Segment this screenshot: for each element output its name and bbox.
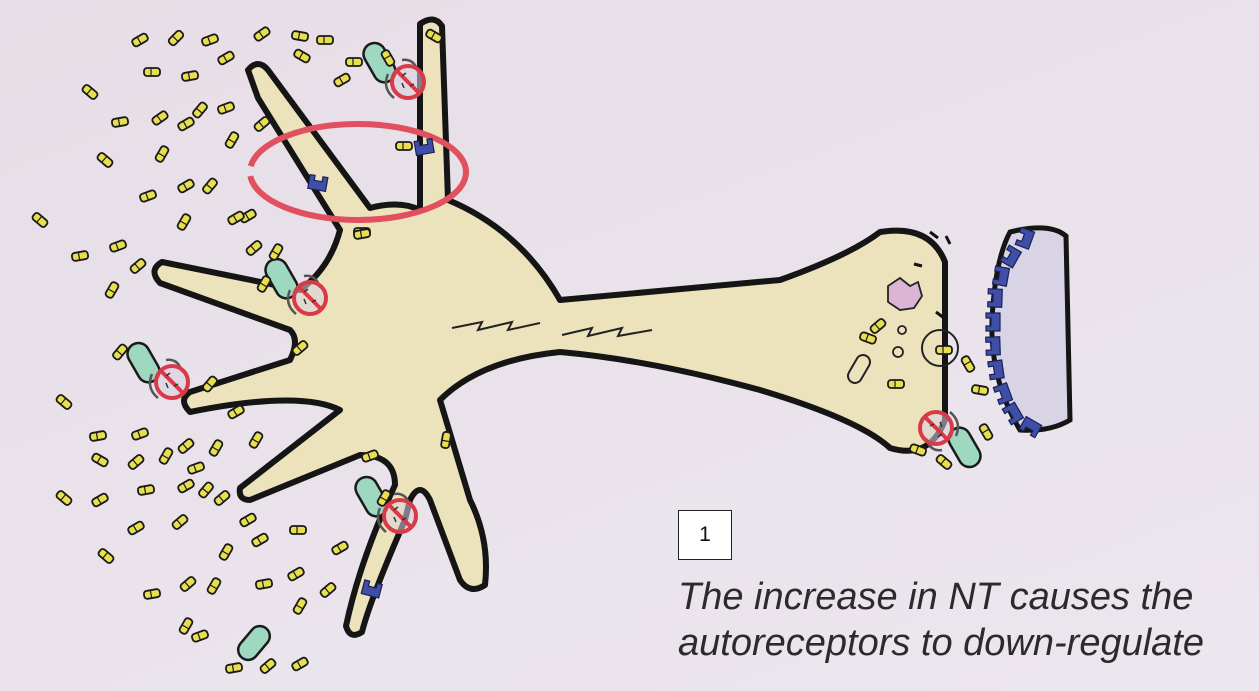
neurotransmitter-capsule-icon <box>129 258 146 274</box>
neurotransmitter-capsule-icon <box>127 454 144 470</box>
neurotransmitter-capsule-icon <box>31 212 48 228</box>
neurotransmitter-capsule-icon <box>935 454 952 470</box>
neurotransmitter-capsule-icon <box>179 576 196 592</box>
neurotransmitter-capsule-icon <box>71 251 88 262</box>
neurotransmitter-capsule-icon <box>177 213 192 231</box>
neurotransmitter-capsule-icon <box>331 541 349 556</box>
neurotransmitter-capsule-icon <box>191 630 209 643</box>
neurotransmitter-capsule-icon <box>151 110 169 126</box>
neurotransmitter-capsule-icon <box>239 513 257 528</box>
neurotransmitter-capsule-icon <box>253 116 270 132</box>
neurotransmitter-capsule-icon <box>171 514 188 530</box>
postsynaptic-receptor-icon <box>988 360 1004 380</box>
neurotransmitter-capsule-icon <box>441 431 452 448</box>
postsynaptic-receptor-icon <box>986 313 1000 331</box>
neurotransmitter-capsule-icon <box>287 567 305 582</box>
neurotransmitter-capsule-icon <box>202 177 218 194</box>
neurotransmitter-capsule-icon <box>249 431 264 449</box>
neurotransmitter-capsule-icon <box>207 577 222 595</box>
neurotransmitter-capsule-icon <box>177 179 195 194</box>
neurotransmitter-capsule-icon <box>251 533 269 548</box>
neurotransmitter-capsule-icon <box>97 548 114 564</box>
neurotransmitter-capsule-icon <box>144 68 160 76</box>
postsynaptic-receptor-icon <box>986 337 1001 355</box>
neurotransmitter-capsule-icon <box>317 36 333 44</box>
neurotransmitter-capsule-icon <box>396 142 412 150</box>
neurotransmitter-capsule-icon <box>105 281 120 299</box>
neurotransmitter-capsule-icon <box>127 521 145 536</box>
caption: The increase in NT causes the autorecept… <box>678 574 1238 666</box>
neurotransmitter-capsule-icon <box>159 447 174 465</box>
neurotransmitter-capsule-icon <box>253 26 271 42</box>
neurotransmitter-capsule-icon <box>936 346 952 354</box>
neurotransmitter-capsule-icon <box>137 485 154 496</box>
neurotransmitter-capsule-icon <box>111 117 128 128</box>
neurotransmitter-capsule-icon <box>217 51 235 66</box>
caption-line-2: autoreceptors to down-regulate <box>678 620 1238 666</box>
neurotransmitter-capsule-icon <box>187 462 205 475</box>
neurotransmitter-capsule-icon <box>888 380 904 388</box>
neurotransmitter-capsule-icon <box>961 355 976 373</box>
neurotransmitter-capsule-icon <box>112 343 128 360</box>
neurotransmitter-capsule-icon <box>213 490 230 506</box>
neurotransmitter-capsule-icon <box>155 145 170 163</box>
neurotransmitter-capsule-icon <box>91 453 109 468</box>
neurotransmitter-capsule-icon <box>89 431 106 442</box>
blocked-autoreceptor <box>123 339 188 398</box>
neurotransmitter-capsule-icon <box>293 597 308 615</box>
neurotransmitter-capsule-icon <box>91 493 109 508</box>
neurotransmitter-capsule-icon <box>139 190 157 203</box>
neurotransmitter-capsule-icon <box>293 49 311 64</box>
neuron-outline <box>154 19 945 634</box>
neurotransmitter-capsule-icon <box>346 58 362 66</box>
neurotransmitter-capsule-icon <box>971 385 988 396</box>
neurotransmitter-capsule-icon <box>177 479 195 494</box>
neurotransmitter-capsule-icon <box>55 490 72 506</box>
neurotransmitter-capsule-icon <box>225 131 240 149</box>
step-number-box: 1 <box>678 510 732 560</box>
neurotransmitter-capsule-icon <box>245 240 262 256</box>
neurotransmitter-capsule-icon <box>227 211 245 226</box>
caption-line-1: The increase in NT causes the <box>678 574 1238 620</box>
neurotransmitter-capsule-icon <box>168 30 185 47</box>
neurotransmitter-capsule-icon <box>198 481 214 498</box>
enzyme-icon <box>888 278 922 310</box>
neurotransmitter-capsule-icon <box>177 438 194 454</box>
neurotransmitter-capsule-icon <box>225 663 242 674</box>
transporter-capsule <box>234 622 274 664</box>
neurotransmitter-capsule-icon <box>217 102 235 115</box>
neurotransmitter-capsule-icon <box>269 243 284 261</box>
neurotransmitter-capsule-icon <box>143 589 160 600</box>
neurotransmitter-capsule-icon <box>181 71 198 82</box>
neurotransmitter-capsule-icon <box>255 579 272 590</box>
neurotransmitter-capsule-icon <box>109 240 127 253</box>
neurotransmitter-capsule-icon <box>291 657 309 672</box>
blocked-autoreceptor <box>920 412 985 471</box>
neurotransmitter-capsule-icon <box>201 34 219 47</box>
neurotransmitter-capsule-icon <box>219 543 234 561</box>
neurotransmitter-capsule-icon <box>192 101 208 118</box>
neurotransmitter-capsule-icon <box>55 394 72 410</box>
neurotransmitter-capsule-icon <box>209 439 224 457</box>
step-number: 1 <box>699 523 711 547</box>
neurotransmitter-capsule-icon <box>353 229 370 240</box>
neurotransmitter-capsule-icon <box>979 423 994 441</box>
neurotransmitter-capsule-icon <box>291 31 308 42</box>
neurotransmitter-capsule-icon <box>290 526 306 534</box>
neurotransmitter-capsule-icon <box>96 152 113 168</box>
blocked-autoreceptor <box>359 39 424 98</box>
neurotransmitter-capsule-icon <box>131 33 149 48</box>
neurotransmitter-capsule-icon <box>131 428 149 441</box>
postsynaptic-receptor-icon <box>988 289 1003 307</box>
neurotransmitter-capsule-icon <box>81 84 98 100</box>
neurotransmitter-capsule-icon <box>259 658 276 674</box>
neurotransmitter-capsule-icon <box>179 617 194 635</box>
neurotransmitter-capsule-icon <box>177 117 195 132</box>
neurotransmitter-capsule-icon <box>333 73 351 88</box>
neurotransmitter-capsule-icon <box>319 582 336 598</box>
